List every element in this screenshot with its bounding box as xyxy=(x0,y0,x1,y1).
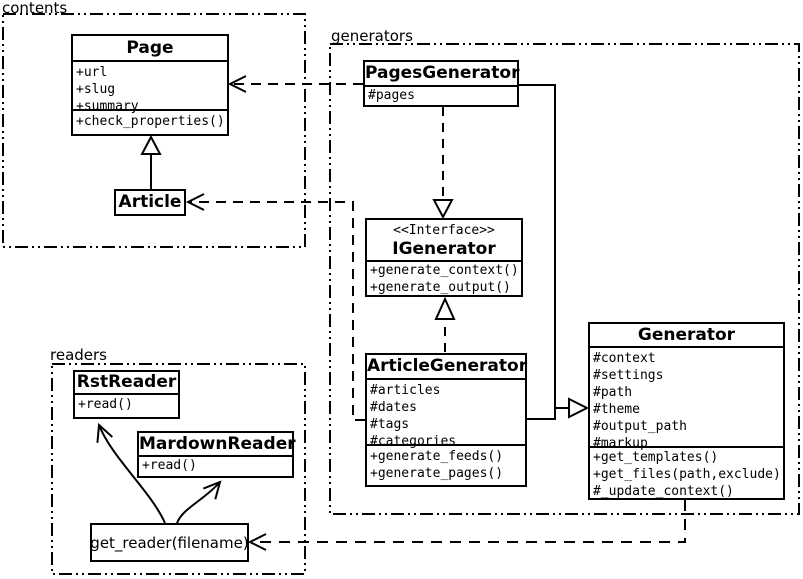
class-igenerator-methods: +generate_context() +generate_output() xyxy=(367,260,521,296)
class-member: +slug xyxy=(76,82,116,97)
class-rst-reader-title: RstReader xyxy=(76,372,177,392)
package-readers-border xyxy=(51,363,306,575)
class-pages-generator-title: PagesGenerator xyxy=(365,63,520,83)
inheritance-triangle-page xyxy=(140,134,162,155)
class-rst-reader-methods: +read() xyxy=(75,393,178,414)
class-member: #dates xyxy=(370,400,417,415)
class-member: +get_files(path,exclude) xyxy=(593,467,781,482)
class-member: +get_templates() xyxy=(593,450,719,465)
edge-articlegenerator-depends-article xyxy=(185,193,365,421)
class-igenerator-stereotype: <<Interface>> xyxy=(393,223,495,238)
class-article-title: Article xyxy=(118,192,182,212)
class-pages-generator-attributes: #pages xyxy=(365,85,517,104)
package-label-generators: generators xyxy=(331,27,413,45)
class-article: Article xyxy=(114,189,186,216)
class-member: +check_properties() xyxy=(76,114,225,129)
class-member: +generate_context() xyxy=(370,263,519,278)
class-member: #markup xyxy=(593,436,648,451)
class-member: #path xyxy=(593,385,633,400)
package-label-readers: readers xyxy=(50,346,107,364)
class-generator-attributes: #context #settings #path #theme #output_path… xyxy=(590,346,783,451)
class-pages-generator: PagesGenerator #pages xyxy=(363,60,519,107)
class-mardown-reader-title: MardownReader xyxy=(139,434,296,454)
class-article-generator-title: ArticleGenerator xyxy=(367,356,528,376)
class-generator-title: Generator xyxy=(637,325,736,345)
class-igenerator: <<Interface>> IGenerator +generate_conte… xyxy=(365,218,523,297)
edge-getreader-to-rstreader xyxy=(96,422,166,524)
package-generators-border xyxy=(329,43,800,515)
class-page-title: Page xyxy=(126,38,174,58)
package-contents-border xyxy=(2,13,306,248)
class-page-attributes: +url +slug +summary xyxy=(73,60,227,114)
edge-generators-inherit-generator xyxy=(519,84,556,420)
edge-generator-depends-getreader xyxy=(247,500,686,551)
class-member: #settings xyxy=(593,368,664,383)
inheritance-triangle-generator xyxy=(568,397,590,419)
class-member: #output_path xyxy=(593,419,687,434)
edge-getreader-to-mardownreader xyxy=(176,480,222,524)
class-member: +url xyxy=(76,65,108,80)
realization-triangle-igenerator-bottom xyxy=(434,296,456,320)
class-article-generator-methods: +generate_feeds() +generate_pages() xyxy=(367,444,525,484)
class-member: +generate_output() xyxy=(370,280,511,295)
class-member: +read() xyxy=(78,397,133,412)
class-generator-methods: +get_templates() +get_files(path,exclude)… xyxy=(590,446,783,501)
class-member: +read() xyxy=(142,458,197,473)
class-rst-reader: RstReader +read() xyxy=(73,370,180,419)
class-page: Page +url +slug +summary +check_properties… xyxy=(71,34,229,136)
package-label-contents: contents xyxy=(2,0,68,17)
class-generator: Generator #context #settings #path #theme #o… xyxy=(588,322,785,500)
class-member: #tags xyxy=(370,417,410,432)
class-article-generator-attributes: #articles #dates #tags #categories xyxy=(367,378,525,449)
class-member: #_update_context() xyxy=(593,484,734,499)
class-member: +generate_pages() xyxy=(370,466,504,481)
class-member: #theme xyxy=(593,402,640,417)
class-member: +summary xyxy=(76,99,139,114)
class-member: #articles xyxy=(370,383,441,398)
class-igenerator-title: IGenerator xyxy=(392,239,496,259)
realization-triangle-igenerator-top xyxy=(432,199,454,220)
node-get-reader: get_reader(filename) xyxy=(90,523,249,562)
class-mardown-reader-methods: +read() xyxy=(139,455,292,474)
class-page-methods: +check_properties() xyxy=(73,109,227,132)
class-mardown-reader: MardownReader +read() xyxy=(137,431,296,478)
class-member: #categories xyxy=(370,434,457,449)
class-member: +generate_feeds() xyxy=(370,449,504,464)
class-member: #context xyxy=(593,351,656,366)
class-member: #pages xyxy=(368,88,415,103)
class-article-generator: ArticleGenerator #articles #dates #tags #ca… xyxy=(365,353,527,487)
